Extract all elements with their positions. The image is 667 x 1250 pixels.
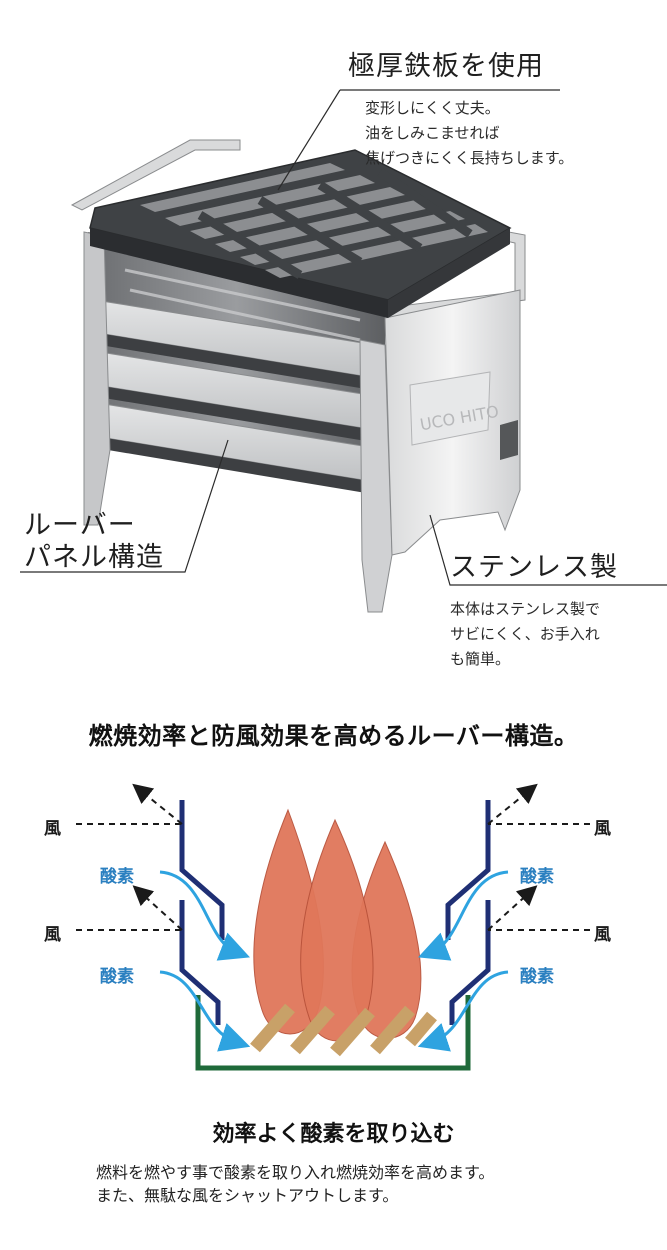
left-louvers: [179, 800, 225, 1025]
callout-title-line: ルーバー: [24, 510, 136, 541]
callout-title-stainless: ステンレス製: [450, 552, 618, 583]
airflow-diagram: [76, 783, 590, 1071]
desc-line: 油をしみこませれば: [365, 124, 500, 142]
oxygen-label-right-top: 酸素: [520, 867, 554, 887]
base-tray: [195, 995, 471, 1071]
oxygen-label-left-bottom: 酸素: [100, 967, 134, 987]
wind-lines: [76, 783, 590, 931]
fuel-sticks: [250, 1003, 437, 1057]
oxygen-arrows: [159, 870, 509, 1052]
callout-title-line: パネル構造: [24, 542, 164, 573]
iron-griddle: [89, 149, 512, 318]
wind-label-left-bottom: 風: [44, 925, 61, 945]
callout-desc-stainless: 本体はステンレス製で サビにくく、お手入れ も簡単。: [450, 597, 600, 672]
description-line: また、無駄な風をシャットアウトします。: [96, 1186, 399, 1205]
desc-line: も簡単。: [450, 650, 511, 668]
oxygen-label-right-bottom: 酸素: [520, 967, 554, 987]
callout-title-louver: ルーバー パネル構造: [24, 510, 164, 574]
desc-line: サビにくく、お手入れ: [450, 625, 600, 643]
wind-label-right-bottom: 風: [594, 925, 611, 945]
flames: [253, 808, 422, 1042]
diagram-subheadline: 効率よく酸素を取り込む: [212, 1122, 455, 1147]
desc-line: 本体はステンレス製で: [450, 600, 601, 618]
right-louvers: [445, 800, 491, 1025]
oxygen-label-left-top: 酸素: [100, 867, 134, 887]
callout-leaders: [20, 89, 667, 586]
product-section: UCO HITO: [20, 51, 667, 672]
callout-desc-thick-iron: 変形しにくく丈夫。 油をしみこませれば 焦げつきにくく長持ちします。: [365, 96, 573, 171]
wind-label-left-top: 風: [44, 819, 61, 839]
wind-label-right-top: 風: [594, 819, 611, 839]
desc-line: 焦げつきにくく長持ちします。: [365, 149, 574, 167]
louver-section: 燃焼効率と防風効果を高めるルーバー構造。: [0, 690, 667, 1250]
description-line: 燃料を燃やす事で酸素を取り入れ燃焼効率を高めます。: [96, 1163, 495, 1182]
section-headline: 燃焼効率と防風効果を高めるルーバー構造。: [88, 722, 579, 750]
desc-line: 変形しにくく丈夫。: [365, 99, 500, 117]
diagram-description: 燃料を燃やす事で酸素を取り入れ燃焼効率を高めます。 また、無駄な風をシャットアウ…: [96, 1161, 494, 1207]
stove-illustration: UCO HITO: [20, 89, 667, 613]
callout-title-thick-iron: 極厚鉄板を使用: [348, 51, 544, 82]
